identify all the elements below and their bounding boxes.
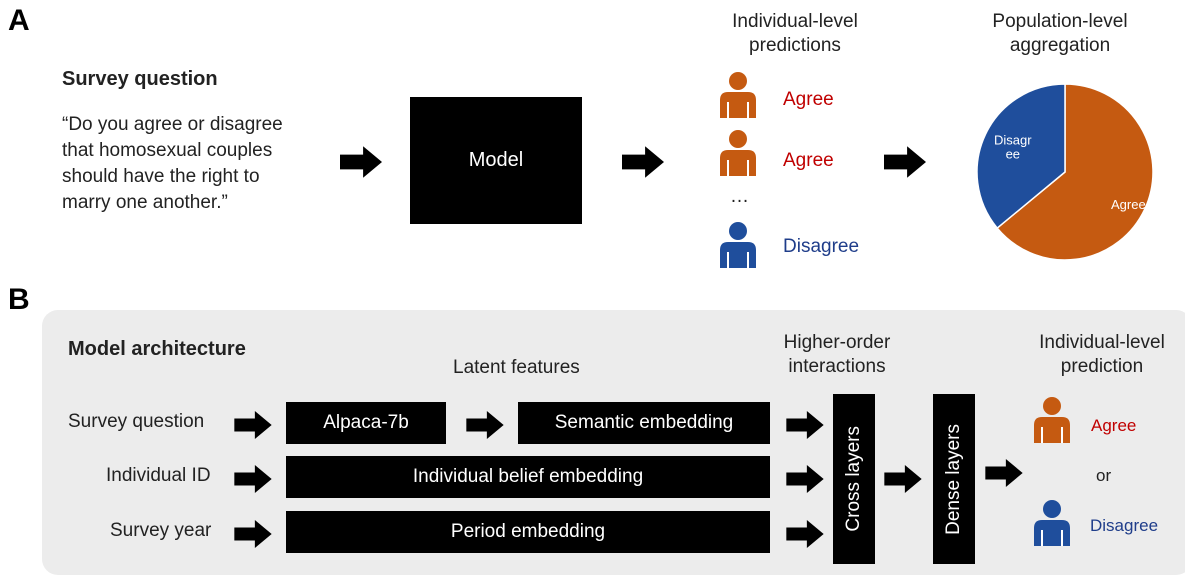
panel-a-letter: A — [8, 4, 30, 37]
survey-text-line: marry one another.” — [62, 192, 228, 213]
person-agree-icon — [1032, 397, 1072, 443]
or-label: or — [1096, 466, 1112, 485]
person-disagree-icon — [718, 222, 758, 268]
input-label-survey-year: Survey year — [110, 520, 212, 541]
person-disagree-icon — [1032, 500, 1072, 546]
higher-order-title: Higher-order interactions — [762, 331, 912, 379]
prediction-label-agree: Agree — [783, 150, 834, 171]
input-label-individual-id: Individual ID — [106, 465, 211, 486]
panel-b-letter: B — [8, 283, 30, 316]
cross-layers-box: Cross layers — [833, 394, 875, 564]
arrow-icon — [985, 459, 1023, 487]
prediction-label-agree: Agree — [783, 89, 834, 110]
arrow-icon — [622, 146, 664, 178]
output-disagree-label: Disagree — [1090, 516, 1159, 535]
survey-text-line: should have the right to — [62, 166, 260, 187]
prediction-title: Individual-level prediction — [1012, 331, 1185, 379]
arrow-icon — [786, 465, 824, 493]
title-line: Population-level — [992, 11, 1128, 32]
ellipsis: … — [730, 186, 749, 207]
pie-label: Agree — [1111, 197, 1146, 212]
survey-text-line: that homosexual couples — [62, 140, 273, 161]
survey-question-text: “Do you agree or disagree that homosexua… — [62, 112, 283, 216]
dense-layers-label: Dense layers — [943, 423, 964, 535]
belief-embedding-box: Individual belief embedding — [286, 456, 770, 498]
title-line: Higher-order — [783, 332, 891, 353]
survey-text-line: “Do you agree or disagree — [62, 114, 283, 135]
title-line: predictions — [749, 35, 841, 56]
individual-predictions-title: Individual-level predictions — [695, 10, 895, 58]
latent-features-title: Latent features — [453, 357, 580, 378]
arrow-icon — [234, 411, 272, 439]
cross-layers-label: Cross layers — [843, 426, 864, 532]
pie-slice-disagree — [976, 83, 1066, 230]
semantic-embedding-box: Semantic embedding — [518, 402, 770, 444]
arrow-icon — [786, 411, 824, 439]
output-agree-label: Agree — [1091, 416, 1137, 435]
arrow-icon — [466, 411, 504, 439]
period-embedding-box: Period embedding — [286, 511, 770, 553]
population-aggregation-title: Population-level aggregation — [960, 10, 1160, 58]
architecture-heading: Model architecture — [68, 338, 246, 360]
prediction-label-disagree: Disagree — [783, 236, 860, 257]
dense-layers-box: Dense layers — [933, 394, 975, 564]
person-agree-icon — [718, 72, 758, 118]
person-agree-icon — [718, 130, 758, 176]
arrow-icon — [234, 520, 272, 548]
alpaca-box: Alpaca-7b — [286, 402, 446, 444]
title-line: aggregation — [1009, 35, 1111, 56]
input-label-survey-question: Survey question — [68, 411, 205, 432]
arrow-icon — [234, 465, 272, 493]
title-line: Individual-level — [1039, 332, 1165, 353]
title-line: prediction — [1060, 356, 1144, 377]
title-line: interactions — [788, 356, 886, 377]
arrow-icon — [884, 146, 926, 178]
arrow-icon — [340, 146, 382, 178]
arrow-icon — [884, 465, 922, 493]
title-line: Individual-level — [732, 11, 858, 32]
survey-question-heading: Survey question — [62, 68, 218, 90]
pie-slice-agree — [996, 83, 1154, 261]
arrow-icon — [786, 520, 824, 548]
model-box: Model — [410, 97, 582, 224]
